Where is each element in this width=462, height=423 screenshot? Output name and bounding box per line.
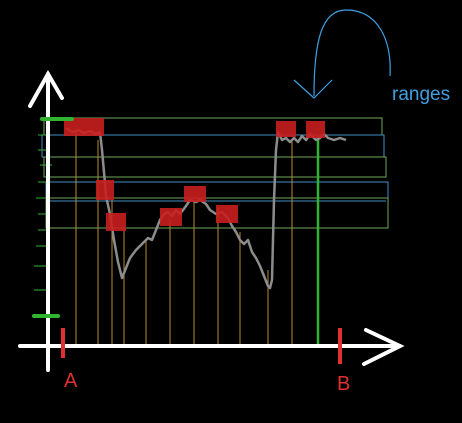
point-a-label: A [64,370,78,392]
axes [18,69,405,372]
x-axis-arrowhead-icon [362,328,405,366]
y-axis-arrowhead-icon [28,69,64,108]
ranges-label: ranges [392,84,450,105]
red-box-2 [84,118,104,136]
red-box-4 [106,213,126,231]
red-box-1 [64,118,84,136]
vertical-markers [75,130,293,346]
point-b-label: B [337,373,350,395]
range-band-3 [43,156,387,178]
red-box-7 [216,205,238,223]
red-box-5 [160,208,182,226]
curved-arrowhead-icon [293,79,333,99]
red-box-3 [96,180,114,200]
red-boxes [64,118,325,231]
red-box-9 [306,121,325,138]
red-box-6 [184,186,206,202]
price-line [65,126,347,290]
red-box-8 [276,121,296,137]
curved-down-arrow-icon [313,9,391,97]
